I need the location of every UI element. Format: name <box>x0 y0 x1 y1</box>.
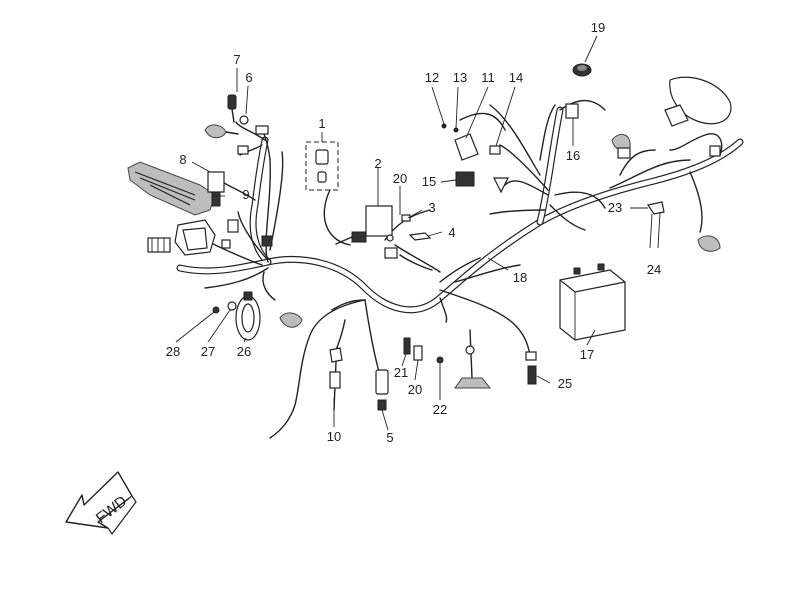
callout-9: 9 <box>242 187 249 202</box>
callout-4: 4 <box>448 225 455 240</box>
callout-21: 21 <box>394 365 408 380</box>
lock-assembly-1-box <box>305 141 339 191</box>
connector-right-end <box>709 145 721 157</box>
callout-15: 15 <box>422 174 436 189</box>
callout-13: 13 <box>453 70 467 85</box>
callout-2: 2 <box>374 156 381 171</box>
horn-26-part <box>235 291 261 341</box>
screw-28-part <box>212 306 220 314</box>
callout-22: 22 <box>433 402 447 417</box>
callout-25: 25 <box>558 376 572 391</box>
ignition-coil-2-part <box>335 205 393 245</box>
headlight-unit <box>664 76 732 127</box>
callout-3: 3 <box>428 200 435 215</box>
forward-arrow: FWD <box>65 471 137 535</box>
callout-labels: 1 2 3 4 5 6 7 8 9 10 11 12 13 14 15 16 1… <box>166 20 661 445</box>
callout-23: 23 <box>608 200 622 215</box>
nut-22-part <box>436 356 444 364</box>
handlebar-switch-left <box>127 161 216 216</box>
connector-16-part <box>565 103 579 119</box>
fuse-holder-11-part <box>454 133 479 161</box>
callout-14: 14 <box>509 70 523 85</box>
switch-21-part <box>403 337 411 355</box>
sensor-10-part <box>329 347 343 411</box>
neutral-switch-part <box>454 329 492 389</box>
relay-8-part <box>207 171 225 207</box>
grommet-19-part <box>572 63 592 77</box>
callout-12: 12 <box>425 70 439 85</box>
headlight-switch-block <box>174 219 216 256</box>
callout-28: 28 <box>166 344 180 359</box>
sensor-25-part <box>525 351 537 385</box>
connector-20-upper <box>384 247 398 259</box>
callout-26: 26 <box>237 344 251 359</box>
callout-20-upper: 20 <box>393 171 407 186</box>
callout-24: 24 <box>647 262 661 277</box>
callout-20-lower: 20 <box>408 382 422 397</box>
callout-7: 7 <box>233 52 240 67</box>
small-parts-3-4 <box>386 214 432 242</box>
callout-18: 18 <box>513 270 527 285</box>
callout-6: 6 <box>245 70 252 85</box>
left-turn-signal-bottom <box>279 312 303 328</box>
bolt-27-part <box>227 301 237 311</box>
fuse-12-13 <box>441 123 459 133</box>
callout-19: 19 <box>591 20 605 35</box>
callout-8: 8 <box>179 152 186 167</box>
callout-5: 5 <box>386 430 393 445</box>
relay-15-part <box>455 171 475 187</box>
connector-cluster-left <box>221 125 273 249</box>
bracket-23-part <box>647 201 665 249</box>
brake-switch-7-part <box>227 94 237 123</box>
callout-27: 27 <box>201 344 215 359</box>
leader-lines <box>175 35 648 431</box>
connector-20-lower <box>413 345 423 361</box>
connector-14-part <box>489 145 501 155</box>
callout-17: 17 <box>580 347 594 362</box>
callout-16: 16 <box>566 148 580 163</box>
callout-11: 11 <box>481 70 495 85</box>
triangle-connector <box>493 177 509 194</box>
clamp-6-part <box>239 115 249 125</box>
callout-1: 1 <box>318 116 325 131</box>
left-turn-signal-top <box>204 124 239 139</box>
right-turn-signal-lower <box>697 235 721 252</box>
right-turn-signal-upper <box>611 133 631 159</box>
battery-17-part <box>559 263 626 341</box>
callout-10: 10 <box>327 429 341 444</box>
multi-pin-coupler <box>147 237 171 253</box>
switch-5-part <box>375 369 389 411</box>
